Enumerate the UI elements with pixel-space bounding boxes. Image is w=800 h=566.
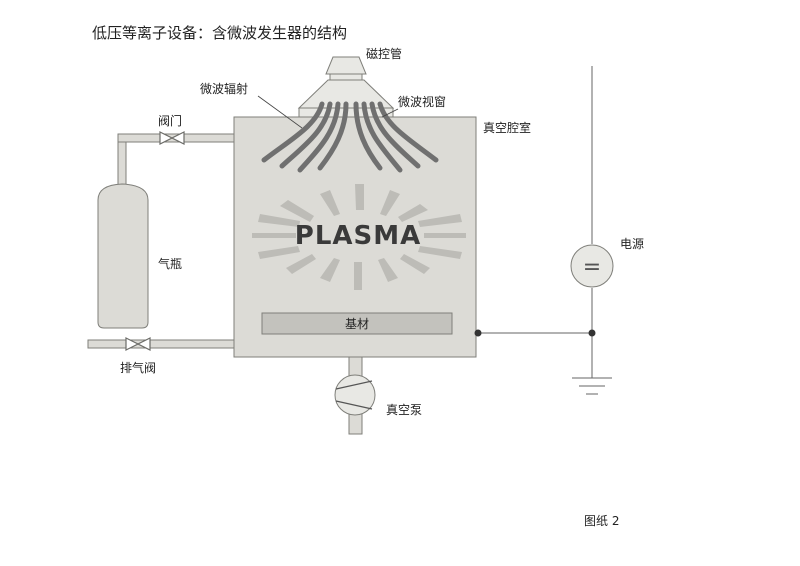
substrate-label: 基材 (345, 317, 369, 331)
diagram-title: 低压等离子设备：含微波发生器的结构 (92, 24, 347, 42)
plasma-rays (252, 184, 466, 290)
figure-label: 图纸 2 (584, 514, 619, 528)
vent-pipe (87, 339, 235, 349)
gas-valve (159, 131, 185, 145)
gas-bottle-label: 气瓶 (158, 256, 182, 271)
wire-junction-node (588, 329, 596, 337)
microwave-window-leader (381, 108, 399, 118)
electrical-wiring (478, 66, 593, 378)
vent-valve (125, 337, 151, 351)
microwave-radiation-leader (257, 95, 303, 129)
ground-symbol (572, 377, 612, 395)
microwave-radiation-waves (261, 101, 439, 173)
gas-bottle (97, 183, 149, 329)
microwave-window-label: 微波视窗 (398, 94, 446, 109)
power-supply (570, 244, 614, 288)
power-supply-symbol: = (583, 255, 601, 280)
vacuum-chamber-label: 真空腔室 (483, 120, 531, 135)
power-supply-label: 电源 (620, 237, 644, 251)
valve-label: 阀门 (158, 113, 182, 128)
chamber-terminal-node (474, 329, 482, 337)
substrate (261, 312, 453, 335)
vacuum-pump-label: 真空泵 (386, 403, 422, 417)
gas-supply-pipe (117, 133, 235, 191)
magnetron-label: 磁控管 (366, 46, 402, 61)
microwave-radiation-label: 微波辐射 (200, 81, 248, 96)
vent-valve-label: 排气阀 (120, 360, 156, 375)
plasma-text: PLASMA (295, 221, 421, 251)
vacuum-pump (334, 356, 376, 435)
